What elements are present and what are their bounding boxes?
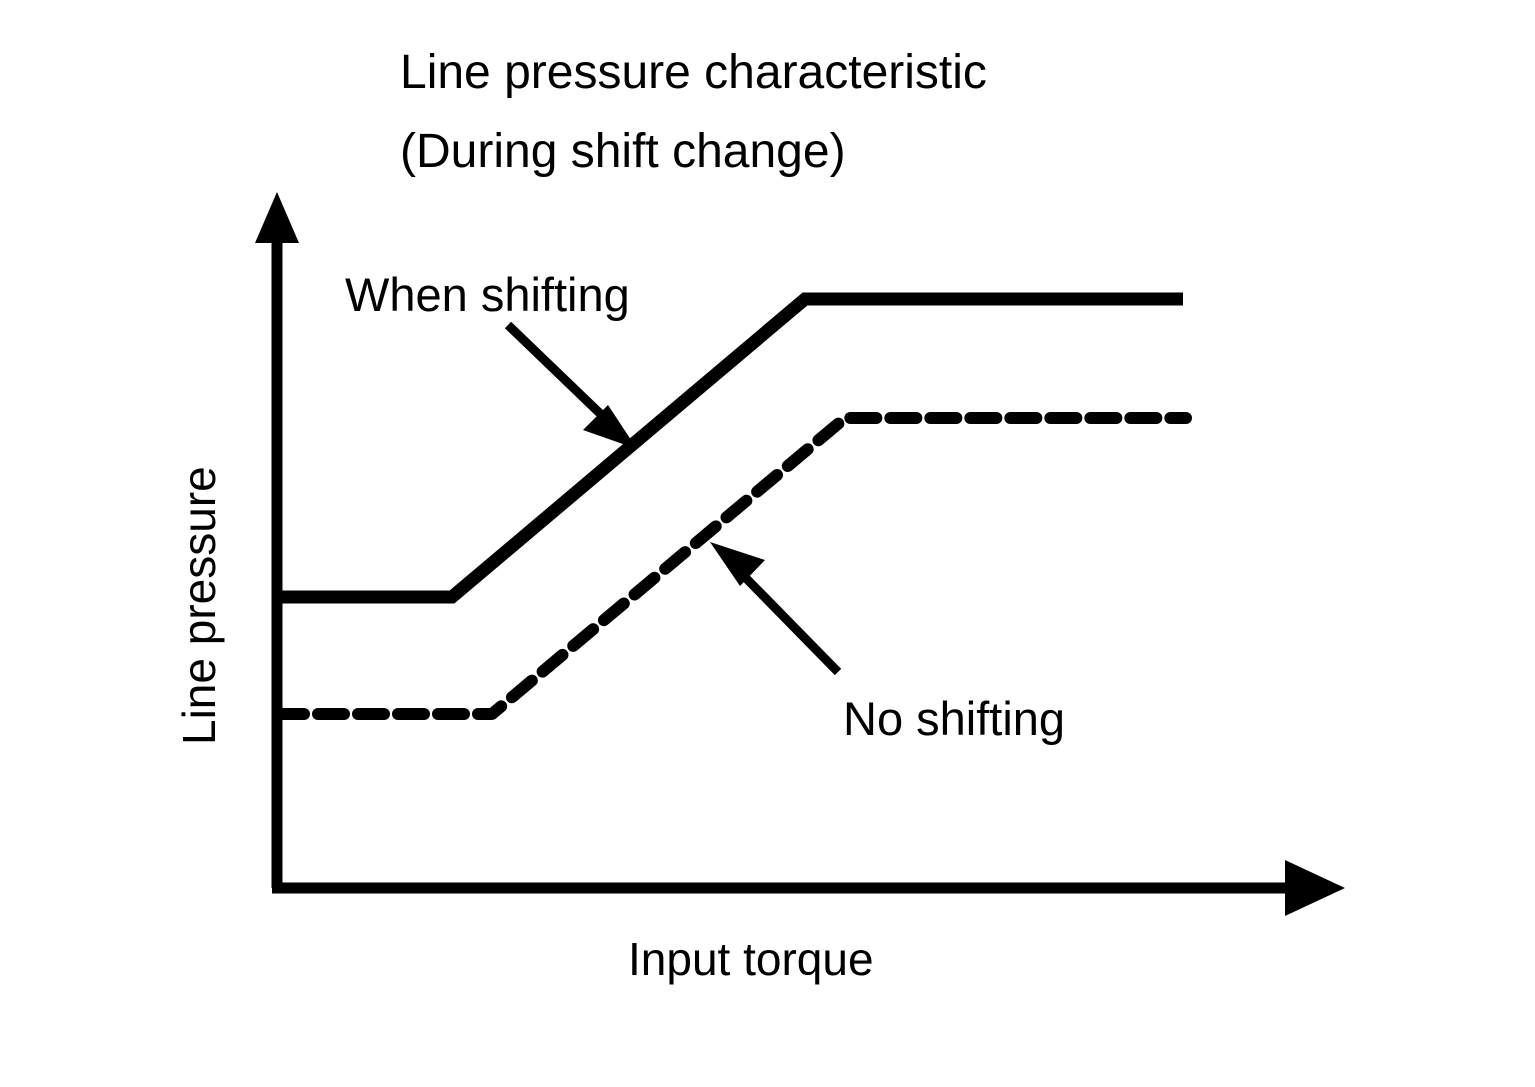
y-axis-label: Line pressure	[173, 466, 225, 745]
chart-title-line-2: (During shift change)	[400, 125, 846, 178]
annotation-no-shifting-leader-line	[734, 566, 842, 676]
annotation-no-shifting-arrowhead-icon	[710, 542, 765, 586]
annotation-when-shifting-label: When shifting	[345, 268, 630, 321]
x-axis-label: Input torque	[628, 933, 874, 985]
series-no-shifting-line	[272, 412, 1192, 720]
annotation-when-shifting: When shifting	[345, 268, 637, 449]
annotation-when-shifting-arrowhead-icon	[583, 405, 637, 449]
x-axis	[272, 860, 1345, 916]
annotation-no-shifting-label: No shifting	[843, 692, 1065, 745]
x-axis-arrowhead-icon	[1285, 860, 1345, 916]
annotation-no-shifting: No shifting	[710, 542, 1065, 745]
annotation-when-shifting-leader-line	[504, 321, 616, 429]
y-axis	[255, 192, 299, 888]
chart-title-line-1: Line pressure characteristic	[400, 46, 987, 99]
y-axis-arrowhead-icon	[255, 192, 299, 243]
series-when-shifting-line	[278, 292, 1183, 604]
